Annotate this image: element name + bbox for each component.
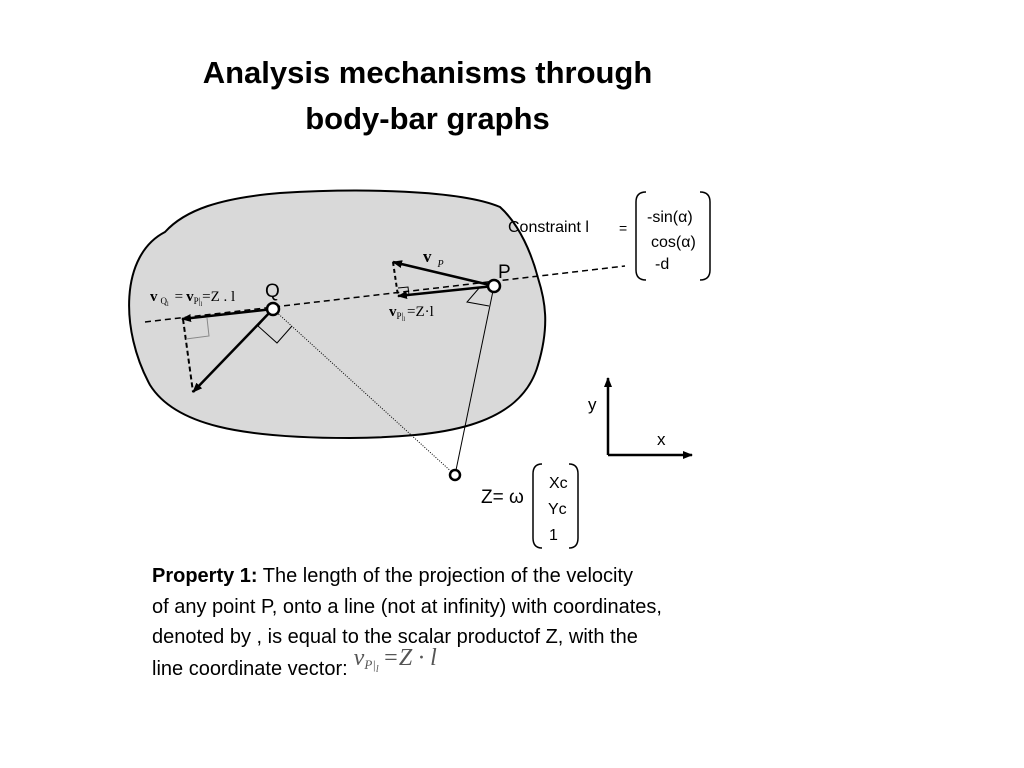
paragraph-line-2: of any point P, onto a line (not at infi… — [152, 595, 662, 618]
constraint-vector-row-1: -sin(α) — [647, 209, 693, 226]
property-heading: Property 1: — [152, 565, 258, 587]
constraint-vector-row-2: cos(α) — [651, 234, 696, 251]
constraint-equals: = — [619, 220, 627, 236]
constraint-label: Constraint l — [508, 219, 589, 236]
right-angle-p — [466, 286, 490, 307]
z-vector-row-3: 1 — [549, 527, 558, 544]
right-angle-p-projection — [397, 286, 410, 296]
line-l — [144, 265, 626, 323]
constraint-left-bracket — [635, 191, 647, 281]
point-q-marker — [265, 301, 281, 317]
constraint-vector-row-3: -d — [655, 256, 669, 273]
z-vector-row-1: Xc — [549, 475, 568, 492]
velocity-p-dashed-drop — [392, 261, 399, 297]
title-line-2: body-bar graphs — [305, 101, 550, 136]
paragraph-line-4: line coordinate vector:vP|l=Z · l — [152, 645, 792, 696]
p-to-center-line — [454, 285, 495, 476]
velocity-q-dashed-drop — [182, 318, 194, 393]
constraint-right-bracket — [699, 191, 711, 281]
projection-formula: vP|l=Z · l — [353, 644, 437, 675]
z-vector-row-2: Yc — [548, 501, 567, 518]
x-axis-label: x — [657, 430, 666, 449]
paragraph-line-1: Property 1: The length of the projection… — [152, 561, 792, 592]
q-to-center-line — [272, 308, 456, 476]
velocity-q-projection-arrow — [181, 307, 274, 322]
point-p-marker — [486, 278, 502, 294]
rigid-body-shape — [128, 189, 547, 440]
point-p-label: P — [498, 262, 511, 283]
slide-title: Analysis mechanisms through body-bar gra… — [150, 50, 705, 142]
z-left-bracket — [532, 463, 543, 549]
paragraph-line-1-text: The length of the projection of the velo… — [257, 565, 634, 587]
property-paragraph: Property 1: The length of the projection… — [152, 561, 792, 695]
y-axis-label: y — [588, 395, 597, 414]
vpl-equation-label: vP|l=Z·l — [389, 304, 434, 323]
title-line-1: Analysis mechanisms through — [202, 55, 653, 90]
z-right-bracket — [568, 463, 579, 549]
velocity-p-arrow — [392, 260, 495, 288]
center-z-marker — [448, 468, 462, 482]
z-label: Z= ω — [481, 487, 524, 508]
velocity-p-projection-arrow — [397, 284, 495, 300]
velocity-q-arrow — [192, 308, 274, 393]
point-q-label: Q — [265, 281, 280, 302]
paragraph-line-4-text: line coordinate vector: — [152, 657, 348, 680]
right-angle-q-projection — [185, 317, 210, 340]
paragraph-line-3: denoted by , is equal to the scalar prod… — [152, 626, 638, 648]
